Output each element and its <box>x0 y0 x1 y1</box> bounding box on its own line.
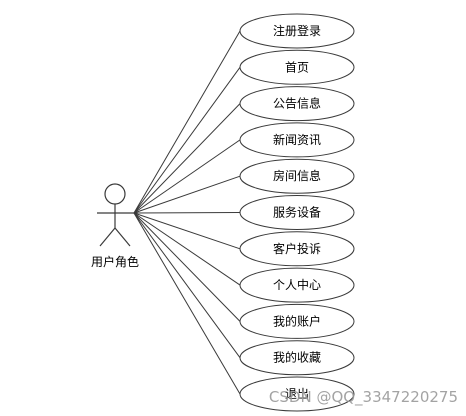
use-case: 服务设备 <box>239 195 355 230</box>
association-lines <box>133 30 241 395</box>
association-line <box>133 67 241 214</box>
association-line <box>133 212 241 250</box>
actor-left-leg <box>99 227 116 247</box>
use-case-ellipse <box>239 86 355 122</box>
watermark-text: CSDN @QQ_3347220275 <box>269 388 458 407</box>
use-case-label: 公告信息 <box>273 96 321 111</box>
use-case-label: 注册登录 <box>273 23 321 38</box>
use-case-ellipse <box>239 231 355 267</box>
use-case: 新闻资讯 <box>239 122 355 158</box>
use-case-label: 退出 <box>285 387 309 401</box>
use-case-ellipse <box>239 340 355 376</box>
use-case: 我的账户 <box>239 303 355 339</box>
association-line <box>133 212 241 395</box>
use-case-label: 我的收藏 <box>273 350 321 365</box>
use-case: 我的收藏 <box>239 340 355 376</box>
use-case: 公告信息 <box>239 86 355 122</box>
use-case-label: 客户投诉 <box>273 241 321 256</box>
use-case-ellipse <box>239 122 355 158</box>
association-line <box>133 212 241 286</box>
use-case: 注册登录 <box>239 13 355 49</box>
use-case-ellipse <box>239 158 355 194</box>
use-case-label: 服务设备 <box>273 205 321 220</box>
actor-head <box>104 183 126 205</box>
use-case-label: 新闻资讯 <box>273 132 321 147</box>
use-case: 房间信息 <box>239 158 355 194</box>
use-case-label: 个人中心 <box>273 277 321 292</box>
use-case: 首页 <box>239 49 355 85</box>
use-case-ellipse <box>239 195 355 230</box>
use-case-label: 房间信息 <box>273 168 321 183</box>
actor-label: 用户角色 <box>91 254 139 269</box>
actor-right-leg <box>114 227 131 247</box>
association-line <box>133 212 241 322</box>
use-case: 个人中心 <box>239 267 355 303</box>
association-line <box>133 212 241 358</box>
use-case: 客户投诉 <box>239 231 355 267</box>
association-line <box>133 212 241 214</box>
use-case-ellipse <box>239 13 355 49</box>
use-case: 退出 <box>239 376 355 412</box>
use-case-ellipse <box>239 267 355 303</box>
use-case-label: 我的账户 <box>273 313 321 328</box>
use-case-ellipse <box>239 303 355 339</box>
association-line <box>133 175 241 214</box>
association-line <box>133 103 241 214</box>
use-case-label: 首页 <box>285 60 309 74</box>
actor-user-role: 用户角色 <box>91 183 139 269</box>
association-line <box>133 139 241 214</box>
association-line <box>133 30 241 214</box>
use-case-ellipse <box>239 376 355 412</box>
use-case-ellipse <box>239 49 355 85</box>
